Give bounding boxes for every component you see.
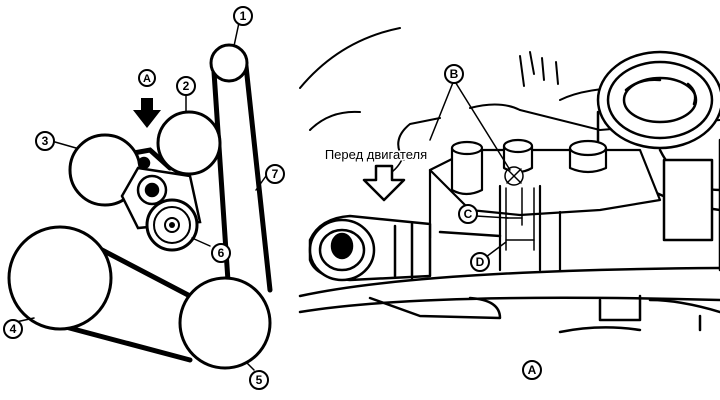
detail-tensioner-pulley [308, 214, 502, 282]
view-caption-label: A [528, 363, 537, 377]
callout-2-label: 2 [183, 79, 190, 93]
front-of-engine-label: Перед двигателя [325, 147, 427, 162]
dimension-marks [504, 166, 535, 251]
pulley-5 [178, 276, 272, 370]
detail-view [298, 27, 720, 334]
lower-belt [298, 266, 720, 334]
callout-4-label: 4 [10, 322, 17, 336]
callout-c-label: C [464, 207, 473, 221]
view-marker-circle [138, 69, 156, 87]
pulley-2 [156, 110, 222, 176]
view-caption-circle [522, 360, 542, 380]
pulley-1 [209, 43, 249, 83]
front-direction-arrow [362, 164, 406, 202]
callout-b-circle [444, 64, 464, 84]
belt-routing-view [7, 17, 273, 371]
mounting-bracket [428, 138, 662, 272]
callout-b-label: B [450, 67, 459, 81]
view-arrow [133, 98, 161, 128]
callout-c-circle [458, 204, 478, 224]
callout-6-label: 6 [218, 246, 225, 260]
callout-d-circle [470, 252, 490, 272]
large-pulley-right [596, 50, 720, 272]
callout-3-circle [35, 131, 55, 151]
left-callouts [3, 6, 285, 390]
callout-5-circle [249, 370, 269, 390]
tensioner-pulley-6 [145, 198, 199, 252]
callout-7-circle [265, 164, 285, 184]
pulley-4 [7, 225, 113, 331]
detail-callouts [444, 64, 542, 380]
callout-d-label: D [476, 255, 485, 269]
callout-5-label: 5 [256, 373, 263, 387]
callout-3-label: 3 [42, 134, 49, 148]
view-marker-label: A [143, 73, 151, 85]
callout-4-circle [3, 319, 23, 339]
callout-2-circle [176, 76, 196, 96]
callout-7-label: 7 [272, 167, 279, 181]
callout-1-circle [233, 6, 253, 26]
callout-1-label: 1 [240, 9, 247, 23]
callout-6-circle [211, 243, 231, 263]
